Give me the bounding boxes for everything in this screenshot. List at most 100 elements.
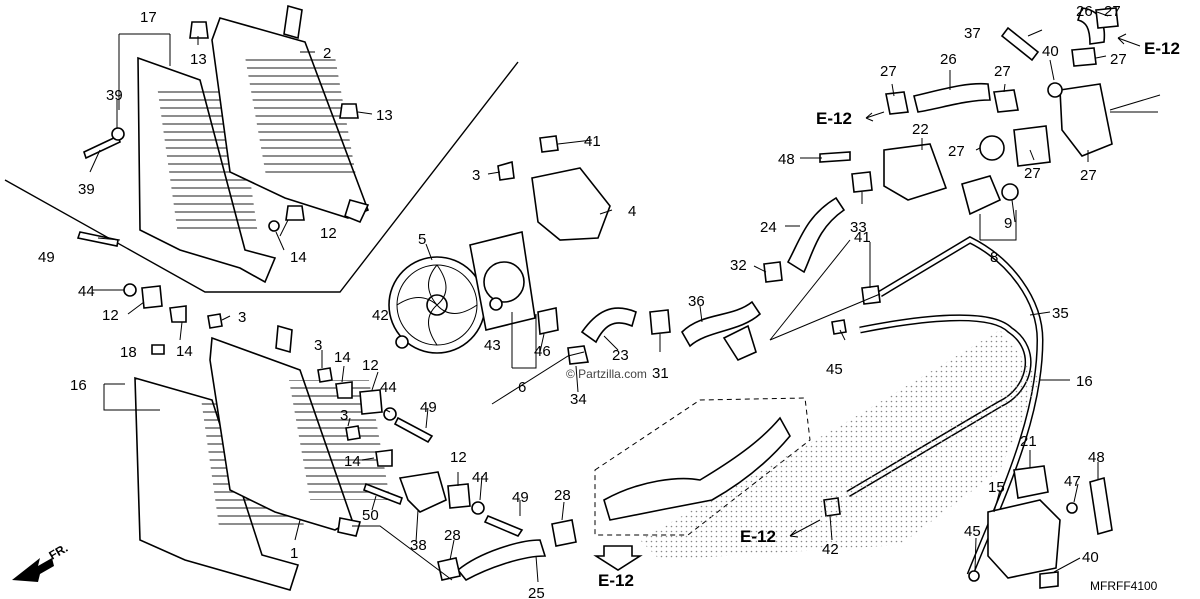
callout-18: 22 — [912, 121, 929, 138]
reserve-tank-15 — [987, 499, 1061, 579]
washer-40 — [1047, 82, 1063, 98]
grommet-13-right — [339, 103, 359, 119]
clamp-28-lower — [437, 557, 461, 581]
sensor-33 — [1000, 26, 1040, 62]
callout-48: 48 — [778, 151, 795, 168]
callout-10: 8 — [990, 249, 998, 266]
callout-25: 27 — [948, 143, 965, 160]
washer-44-b — [471, 501, 485, 515]
callout-29-hose19: 31 — [652, 365, 669, 382]
grommet-12-left — [141, 285, 163, 309]
tube-47 — [1089, 476, 1113, 536]
clip-3-left — [207, 313, 223, 329]
callout-14-a: 14 — [334, 349, 351, 366]
clamp-45-a — [831, 319, 847, 335]
callout-24: 27 — [1024, 165, 1041, 182]
callout-44-a: 44 — [380, 379, 397, 396]
callout-29-a: 32 — [730, 257, 747, 274]
bolt-38 — [539, 135, 559, 153]
front-arrow — [12, 558, 54, 582]
bolt-48 — [819, 151, 851, 163]
callout-49-a: 49 — [420, 399, 437, 416]
clip-46 — [1066, 502, 1078, 514]
callout-19: 23 — [612, 347, 629, 364]
thermostat-24 — [1013, 125, 1051, 167]
callout-40: 40 — [1042, 43, 1059, 60]
callout-43: 46 — [534, 343, 551, 360]
bolt-49-left — [76, 231, 119, 247]
callout-33: 37 — [964, 25, 981, 42]
tank-cap-17 — [1013, 465, 1049, 499]
callout-46: 47 — [1064, 473, 1081, 490]
callout-12-a: 12 — [362, 357, 379, 374]
nut-39-a — [395, 335, 409, 349]
collar-14-left — [169, 305, 187, 323]
collar-14-a — [335, 381, 353, 399]
callout-49-left: 49 — [38, 249, 55, 266]
washer-44-a — [383, 407, 397, 421]
callout-32: 36 — [688, 293, 705, 310]
callout-3-fan: 3 — [472, 167, 480, 184]
callout-29-b: 33 — [850, 219, 867, 236]
grommet-12-a — [359, 389, 383, 415]
callout-13-right: 13 — [376, 107, 393, 124]
engine-dashed-outline — [594, 397, 811, 536]
clamp-29-hose19 — [649, 309, 671, 335]
ref-e12-left: E-12 — [816, 109, 852, 128]
ref-e12-top: E-12 — [1144, 39, 1180, 58]
ref-e12-bottom: E-12 — [740, 527, 776, 546]
bolt-50 — [363, 482, 403, 506]
callout-6: 6 — [518, 379, 526, 396]
watermark: © Partzilla.com — [566, 367, 647, 381]
callout-27-d: 27 — [1110, 51, 1127, 68]
callout-12-upper: 12 — [320, 225, 337, 242]
collar-14-b — [375, 449, 393, 467]
bracket-34 — [398, 471, 447, 513]
callout-41: 41 — [854, 229, 871, 246]
hose-22 — [913, 82, 991, 113]
callout-16: 16 — [1076, 373, 1093, 390]
clamp-27-c — [1095, 7, 1119, 29]
bolt-49-a — [393, 416, 434, 444]
nut-39-b — [489, 297, 503, 311]
callout-28-right: 28 — [554, 487, 571, 504]
clamp-27-d — [1071, 47, 1097, 67]
hose-19 — [580, 307, 637, 344]
thermostat-housing-18 — [883, 143, 948, 201]
connector-43 — [537, 307, 559, 335]
callout-30: 34 — [570, 391, 587, 408]
callout-28-lower: 28 — [444, 527, 461, 544]
callout-9: 18 — [120, 344, 137, 361]
hose-20 — [786, 196, 846, 274]
washer-35 — [111, 127, 125, 141]
grommet-12-b — [447, 483, 471, 509]
bolt-36 — [83, 134, 121, 160]
bolt-37 — [1039, 571, 1059, 589]
callout-39-a: 42 — [372, 307, 389, 324]
engine-pipe — [603, 416, 791, 521]
clip-3-fan — [497, 160, 515, 181]
callout-22: 26 — [940, 51, 957, 68]
clamp-29-b — [851, 171, 873, 193]
callout-17: 21 — [1020, 433, 1037, 450]
clip-3-b — [345, 425, 361, 441]
clip-3-a — [317, 367, 333, 383]
shroud-4 — [531, 167, 611, 241]
callout-34: 38 — [410, 537, 427, 554]
callout-13-top: 13 — [190, 51, 207, 68]
fan-motor-6 — [469, 231, 536, 331]
callout-1: 1 — [290, 545, 298, 562]
callout-15: 15 — [988, 479, 1005, 496]
ref-arrow-e12-bottom — [789, 519, 821, 538]
ref-e12-down: E-12 — [598, 571, 634, 590]
callout-35: 39 — [106, 87, 123, 104]
callout-3-b: 3 — [340, 407, 348, 424]
clamp-27-a — [885, 91, 909, 115]
callout-21: 25 — [528, 585, 545, 599]
callout-26: 27 — [1080, 167, 1097, 184]
callout-5: 5 — [418, 231, 426, 248]
callout-3-left: 3 — [238, 309, 246, 326]
hose-21 — [456, 539, 547, 582]
callout-44-b: 44 — [472, 469, 489, 486]
